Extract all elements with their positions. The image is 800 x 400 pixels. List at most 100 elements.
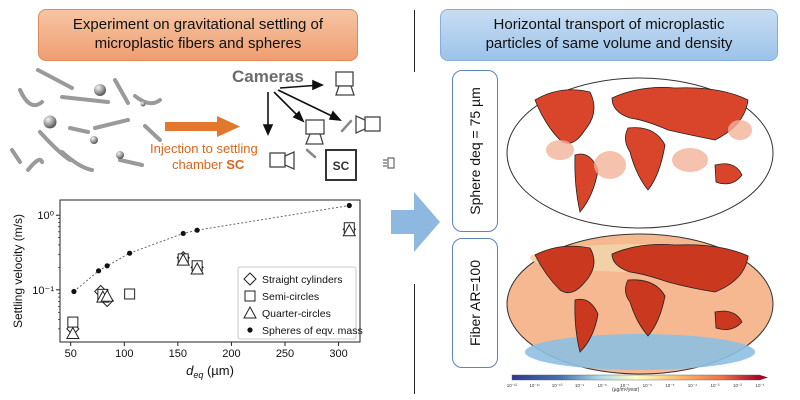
square-marker [67,316,79,328]
map-continent-australia [714,310,743,330]
dot-marker [194,227,200,233]
colorbar-tick-label: 10⁻⁷ [620,383,629,388]
fiber-particles [10,68,162,172]
triangle-marker [190,262,204,275]
x-tick-label: 150 [169,348,187,360]
map-continent-south-america [574,298,599,353]
colorbar-tick-label: 10⁻¹ [756,383,765,388]
colorbar-tick-label: 10⁻¹² [507,383,518,388]
sphere [43,115,57,129]
dot-marker [180,230,186,237]
y-tick-label: 10⁰ [37,210,54,222]
transport-title-line2: particles of same volume and density [485,35,733,52]
chart-markers [66,202,357,339]
injection-label-line2: chamber SC [172,157,244,172]
camera-icon [269,150,295,171]
injection-arrow [165,116,240,137]
map-continent-eurasia [611,87,749,141]
colorbar-tick-label: 10⁻⁸ [598,383,607,388]
cameras-label: Cameras [232,67,304,86]
colorbar-tick-label: 10⁻¹⁰ [552,383,563,388]
fiber [118,158,144,167]
legend-entry-label: Spheres of eqv. mass [262,325,363,337]
dot-marker [71,288,77,295]
fiber-label-box: Fiber AR=100 [452,238,498,368]
colorbar-tick-label: 10⁻⁴ [688,383,697,388]
map-continent-north-america [534,245,595,294]
triangle-marker [66,326,80,339]
sphere [116,151,124,159]
fiber-curved [60,150,94,172]
colorbar-gradient [511,374,761,381]
legend-diamond-icon [243,272,257,286]
y-axis-label: Settling velocity (m/s) [11,214,25,328]
injection-label-sc: SC [226,157,245,172]
spheres-trend-line [73,205,350,292]
fiber [93,118,130,130]
colorbar-tick-label: 10⁻³ [710,383,719,388]
fiber [60,95,110,104]
sphere [140,101,146,107]
sphere-particles [43,84,146,159]
triangle-marker [100,289,114,302]
dot-marker [127,250,133,256]
settling-chamber-label: SC [333,159,350,173]
x-axis-label-unit: (µm) [203,363,234,378]
fiber-deposition-map [506,233,774,375]
flow-arrow-icon [391,192,440,252]
y-tick-label: 10⁻¹ [32,285,54,297]
sphere-deposition-map [506,77,774,229]
colorbar-tick-label: 10⁻⁹ [575,383,584,388]
experiment-title-line2: microplastic fibers and spheres [94,35,302,52]
fiber [68,126,90,134]
camera-rays [305,119,353,159]
map-continent-north-america [534,89,595,144]
legend-frame [237,266,357,340]
legend-entry-label: Quarter-circles [262,308,331,320]
experiment-title-line1: Experiment on gravitational settling of [72,16,324,33]
colorbar-tick-label: 10⁻⁵ [665,383,674,388]
colorbar-unit: (µg/m²/year) [612,387,640,393]
camera-arrows [262,79,342,136]
colorbar-extend-arrow [760,375,768,380]
x-tick-label: 100 [115,348,133,360]
x-axis-label: deq (µm) [186,363,234,380]
injection-label-prefix: chamber [172,157,227,172]
fiber-curved [26,157,44,172]
divider-top [414,10,415,72]
chart-legend: Straight cylindersSemi-circlesQuarter-ci… [237,266,363,340]
colorbar-tick-label: 10⁻¹¹ [529,383,540,388]
camera-icon [305,119,325,145]
x-tick-label: 250 [276,348,294,360]
camera-icons [269,71,381,171]
injection-label-line1: Injection to settling [150,141,258,156]
x-tick-label: 300 [329,348,347,360]
legend-entry-label: Semi-circles [262,291,319,303]
map-continent-australia [714,163,743,185]
legend-entry-label: Straight cylinders [262,274,343,286]
fiber [10,148,22,164]
fiber [36,68,74,90]
map-continent-africa [625,127,666,191]
chart-plot-frame [59,199,361,343]
map-continent-africa [625,279,666,337]
camera-icon [355,114,381,135]
fiber-curved [18,88,44,107]
dot-marker [346,202,352,209]
colorbar-tick-label: 10⁻² [733,383,742,388]
fiber-curved [133,94,162,106]
triangle-marker [176,253,191,266]
sphere-label-box: Sphere deq = 75 µm [452,70,498,232]
sphere [90,136,98,144]
sphere [94,84,106,96]
dot-marker [104,263,110,269]
x-axis-label-sub: eq [193,370,203,380]
fiber [113,78,130,105]
map-continent-eurasia [611,244,749,293]
transport-title-banner: Horizontal transport of microplastic par… [440,9,778,61]
light-source-icon [383,157,395,169]
